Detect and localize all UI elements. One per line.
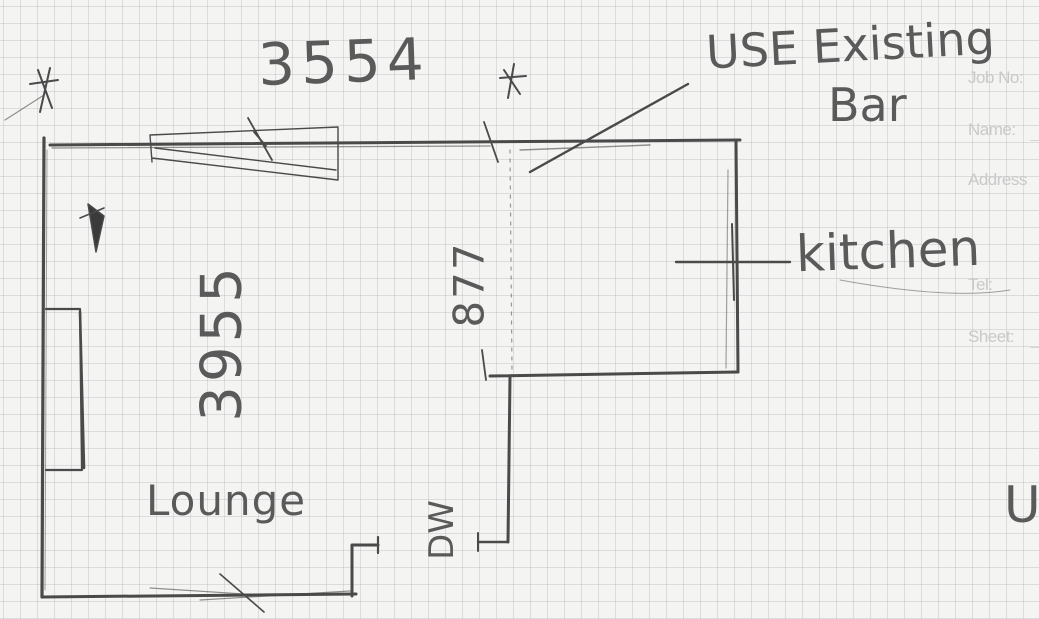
inner-wall: [506, 374, 512, 544]
bottom-window: [149, 587, 351, 601]
top-dimension-label: 3554: [256, 25, 431, 99]
top-window: [149, 126, 339, 181]
name-label: Name:: [968, 120, 1016, 139]
kitchen-divider: [509, 149, 513, 373]
dw-label: DW: [421, 500, 462, 560]
north-marker-icon: [87, 203, 105, 253]
sheet-line: [1030, 347, 1039, 348]
kitchen-right-wall: [734, 138, 740, 374]
kitchen-label: kitchen: [795, 218, 982, 284]
dw-step: [350, 543, 380, 598]
side-dimension-label: 3955: [189, 263, 255, 422]
left-wall-unit: [44, 307, 84, 472]
cut-off-label: U: [1004, 476, 1039, 534]
top-wall: [48, 138, 742, 147]
note-line-2: Bar: [828, 78, 907, 132]
left-wall: [40, 136, 46, 599]
job-no-label: Job No:: [968, 68, 1024, 87]
lounge-label: Lounge: [146, 476, 307, 525]
kitchen-bottom-wall: [488, 370, 740, 378]
name-line: [1030, 140, 1039, 141]
corner-star-left: [29, 67, 59, 113]
kitchen-dimension-label: 877: [444, 241, 494, 328]
corner-star-right: [499, 63, 527, 99]
address-label: Address: [968, 170, 1027, 189]
bottom-wall: [40, 592, 358, 599]
sheet-label: Sheet:: [968, 327, 1015, 346]
tel-label: Tel:: [968, 275, 993, 294]
note-pointer: [528, 82, 690, 174]
tel-line: [1030, 295, 1039, 296]
